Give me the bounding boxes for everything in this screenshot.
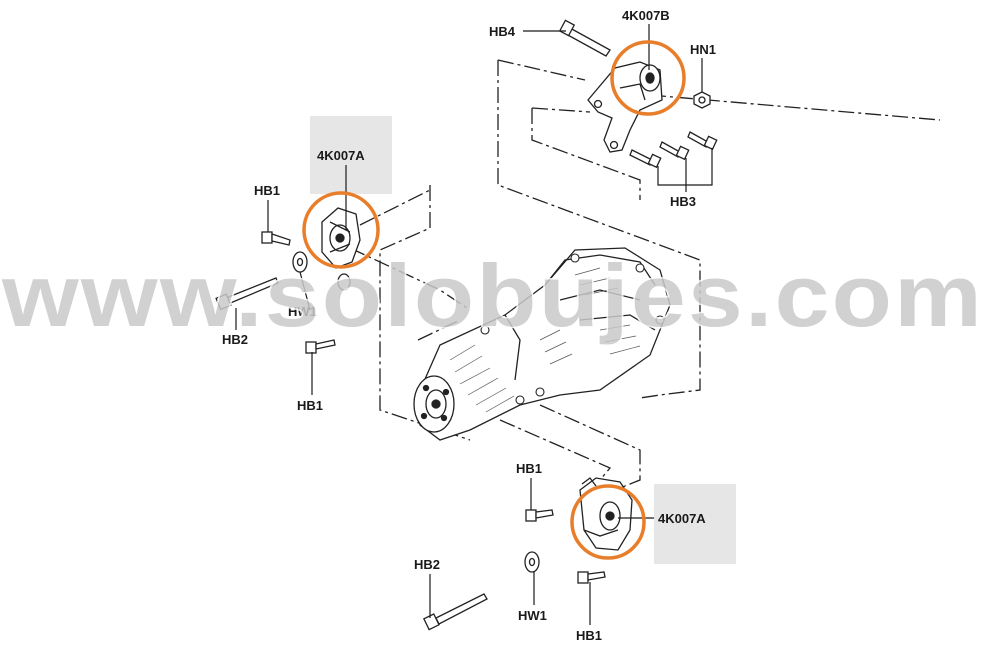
label-4k007a-lower: 4K007A [658,511,706,526]
label-hw1-left: HW1 [288,304,317,319]
label-box-bottom [654,484,736,564]
nut-hn1 [693,91,711,109]
label-hb2-left: HB2 [222,332,248,347]
label-hb2-lower: HB2 [414,557,440,572]
bolt-hb2-lower [423,593,488,631]
leader-lines [235,24,713,625]
highlight-circles [302,40,686,560]
housing-hatching [449,267,641,413]
bolt-hb1-lower-left [305,339,336,354]
label-4k007a-upper: 4K007A [317,148,365,163]
label-hb3: HB3 [670,194,696,209]
highlight-4k007a-upper [302,191,380,269]
bolt-hb1-lower-bottom [577,571,606,584]
transfer-case-housing [417,247,671,441]
label-hb1-lower-top: HB1 [516,461,542,476]
assembly-dash-lines [349,59,941,493]
label-4k007b: 4K007B [622,8,670,23]
bolt-hb1-upper-left [261,231,291,246]
watermark-text: www.solobujes.com [1,246,984,345]
mount-4k007a-lower [579,477,633,551]
washer-hw1-lower [524,551,540,573]
highlight-4k007a-lower [570,484,646,560]
bolt-hb1-lower-top [525,509,554,522]
mount-4k007a-upper [321,207,361,269]
label-hb4: HB4 [489,24,516,39]
bolts-hb3 [629,131,718,169]
label-hb1-left-bottom: HB1 [297,398,323,413]
label-hb1-left-top: HB1 [254,183,280,198]
housing-bolt-heads [480,253,665,405]
highlight-4k007b [610,40,686,116]
bolt-hb2-left [215,277,279,311]
label-hn1: HN1 [690,42,716,57]
output-flange [413,375,455,433]
label-hw1-lower: HW1 [518,608,547,623]
bolt-hb4 [558,19,611,57]
label-hb1-lower-bottom: HB1 [576,628,602,643]
label-box-top [310,116,392,194]
